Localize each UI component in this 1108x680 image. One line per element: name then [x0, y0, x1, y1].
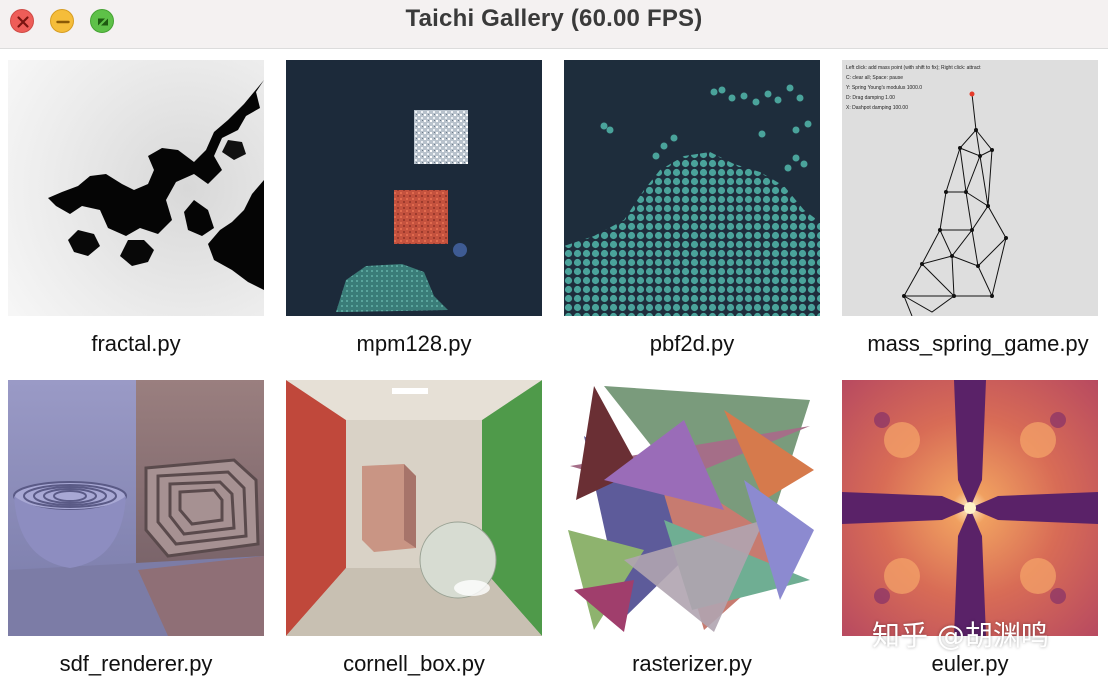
overlay-line: Left click: add mass point (with shift t…: [846, 65, 981, 71]
minimize-button[interactable]: [50, 9, 74, 33]
rasterizer-thumbnail[interactable]: [564, 380, 820, 636]
zoom-icon: [98, 18, 108, 26]
overlay-line: X: Dashpot damping 100.00: [846, 105, 908, 111]
euler-thumbnail[interactable]: [842, 380, 1098, 636]
mass-spring-thumbnail[interactable]: Left click: add mass point (with shift t…: [842, 60, 1098, 316]
sdf-renderer-label[interactable]: sdf_renderer.py: [59, 651, 213, 676]
window-title: Taichi Gallery (60.00 FPS): [405, 5, 703, 32]
mass-spring-label[interactable]: mass_spring_game.py: [867, 331, 1089, 356]
pbf2d-thumbnail[interactable]: [564, 60, 820, 316]
pbf2d-label[interactable]: pbf2d.py: [649, 331, 735, 356]
overlay-line: D: Drag damping 1.00: [846, 95, 895, 101]
rasterizer-label[interactable]: rasterizer.py: [632, 651, 752, 676]
overlay-line: C: clear all; Space: pause: [846, 75, 903, 81]
cornell-box-label[interactable]: cornell_box.py: [343, 651, 485, 676]
watermark: 知乎 @胡渊鸣: [872, 619, 1049, 652]
cornell-box-thumbnail[interactable]: [286, 380, 542, 636]
mpm128-thumbnail[interactable]: [286, 60, 542, 316]
mpm128-label[interactable]: mpm128.py: [356, 331, 472, 356]
title-bar: Taichi Gallery (60.00 FPS): [0, 0, 1108, 49]
fractal-label[interactable]: fractal.py: [91, 331, 181, 356]
sdf-renderer-thumbnail[interactable]: [8, 380, 264, 636]
close-button[interactable]: [10, 9, 34, 33]
close-icon: [17, 16, 29, 28]
fractal-thumbnail[interactable]: [8, 60, 264, 316]
minimize-icon: [56, 20, 70, 24]
overlay-line: Y: Spring Young's modulus 1000.0: [846, 85, 922, 91]
zoom-button[interactable]: [90, 9, 114, 33]
euler-label[interactable]: euler.py: [931, 651, 1009, 676]
